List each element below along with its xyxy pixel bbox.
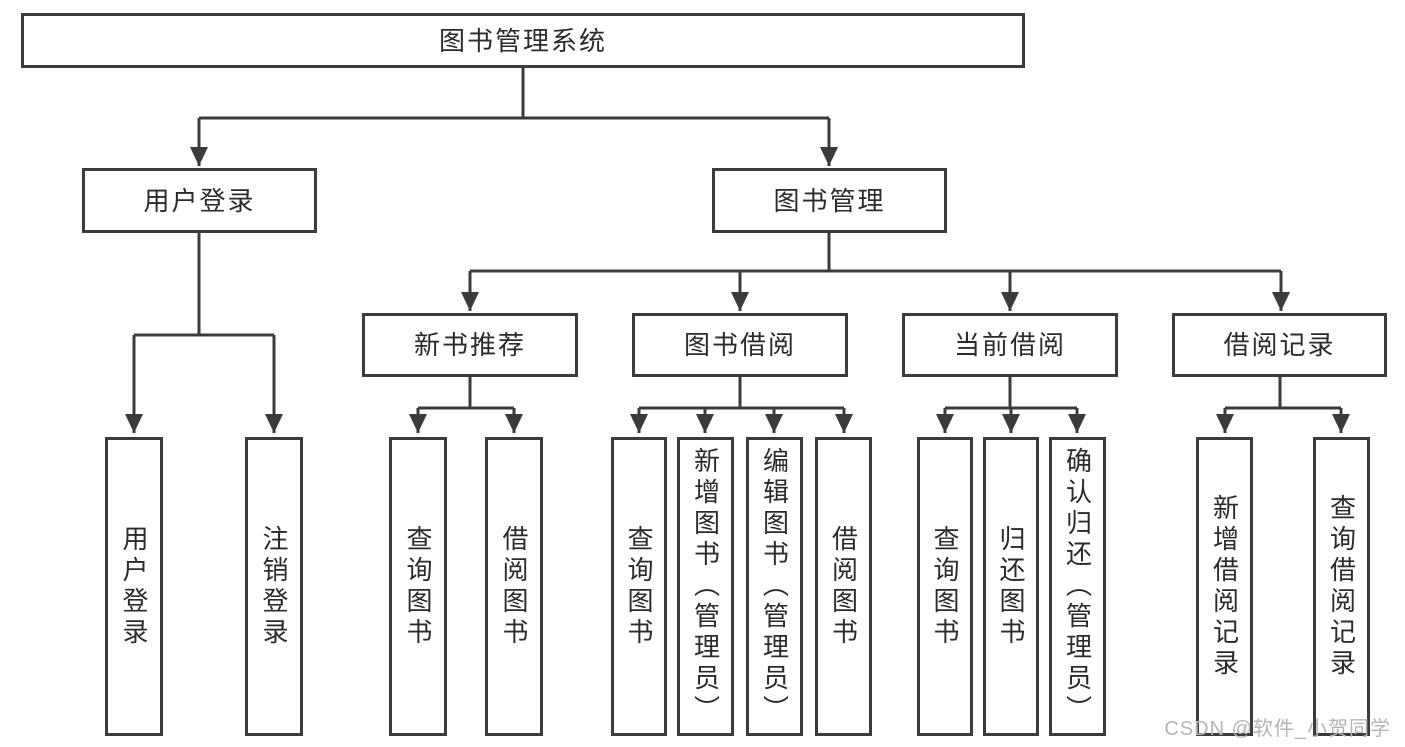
node-leaf-user-login: 用户登录 [105,437,163,736]
node-leaf-query-book-borrow: 查询图书 [611,437,667,736]
watermark: CSDN @软件_小贺同学 [1164,718,1391,740]
node-leaf-query-record: 查询借阅记录 [1313,437,1370,736]
node-book-borrow: 图书借阅 [632,313,848,377]
node-leaf-query-book-cur: 查询图书 [917,437,973,736]
node-leaf-query-book-rec: 查询图书 [389,437,447,736]
node-borrow-records: 借阅记录 [1172,313,1387,377]
node-leaf-add-book: 新增图书（管理员） [677,437,734,736]
node-leaf-confirm-return: 确认归还（管理员） [1049,437,1106,736]
node-leaf-edit-book: 编辑图书（管理员） [746,437,803,736]
node-leaf-return-book: 归还图书 [983,437,1039,736]
node-new-book-rec: 新书推荐 [362,313,578,377]
node-current-borrow: 当前借阅 [902,313,1118,377]
node-root: 图书管理系统 [21,13,1025,68]
node-book-mgmt: 图书管理 [712,168,947,233]
node-leaf-add-record: 新增借阅记录 [1196,437,1253,736]
node-leaf-borrow-book: 借阅图书 [815,437,872,736]
node-leaf-borrow-book-rec: 借阅图书 [485,437,543,736]
node-user-login: 用户登录 [82,168,317,233]
node-leaf-logout: 注销登录 [245,437,303,736]
